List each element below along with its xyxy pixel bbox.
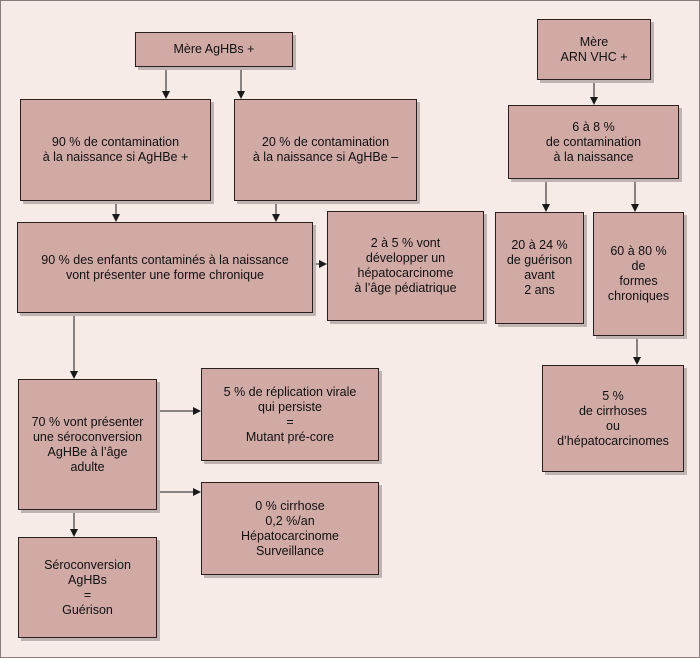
box-hepatocarcinome-pediatrique: 2 à 5 % vont développer un hépatocarcino… [327, 211, 484, 321]
box-replication-virale: 5 % de réplication virale qui persiste =… [201, 368, 379, 461]
box-replication-virale-text: 5 % de réplication virale qui persiste =… [223, 384, 357, 444]
box-seroconversion-aghbe: 70 % vont présenter une séroconversion A… [18, 379, 157, 510]
box-mere-arn-vhc-text: Mère ARN VHC + [560, 34, 628, 64]
box-guerison-20-24-text: 20 à 24 % de guérison avant 2 ans [506, 238, 573, 297]
box-formes-chroniques-text: 60 à 80 % de formes chroniques [607, 244, 670, 303]
box-mere-aghbs: Mère AgHBs + [135, 32, 293, 67]
box-contamination-90-text: 90 % de contamination à la naissance si … [42, 135, 189, 164]
box-seroconversion-aghbs: Séroconversion AgHBs = Guérison [18, 537, 157, 638]
box-contamination-20-text: 20 % de contamination à la naissance si … [252, 135, 399, 164]
box-formes-chroniques: 60 à 80 % de formes chroniques [593, 212, 684, 336]
box-cirrhose-surveillance: 0 % cirrhose 0,2 %/an Hépatocarcinome Su… [201, 482, 379, 575]
box-contamination-6-8: 6 à 8 % de contamination à la naissance [508, 105, 679, 179]
box-forme-chronique-90-text: 90 % des enfants contaminés à la naissan… [41, 252, 289, 282]
box-forme-chronique-90: 90 % des enfants contaminés à la naissan… [17, 222, 313, 313]
box-guerison-20-24: 20 à 24 % de guérison avant 2 ans [495, 212, 584, 324]
box-contamination-20: 20 % de contamination à la naissance si … [234, 99, 417, 201]
box-seroconversion-aghbs-text: Séroconversion AgHBs = Guérison [44, 557, 131, 617]
box-contamination-6-8-text: 6 à 8 % de contamination à la naissance [545, 119, 642, 164]
box-mere-aghbs-text: Mère AgHBs + [173, 42, 255, 56]
box-mere-arn-vhc: Mère ARN VHC + [537, 19, 651, 80]
box-seroconversion-aghbe-text: 70 % vont présenter une séroconversion A… [31, 414, 144, 474]
box-cirrhose-surveillance-text: 0 % cirrhose 0,2 %/an Hépatocarcinome Su… [241, 498, 339, 558]
box-cirrhoses-hepatocarcinomes-text: 5 % de cirrhoses ou d’hépatocarcinomes [557, 388, 669, 448]
box-hepatocarcinome-pediatrique-text: 2 à 5 % vont développer un hépatocarcino… [354, 236, 457, 295]
box-cirrhoses-hepatocarcinomes: 5 % de cirrhoses ou d’hépatocarcinomes [542, 365, 684, 472]
box-contamination-90: 90 % de contamination à la naissance si … [20, 99, 211, 201]
